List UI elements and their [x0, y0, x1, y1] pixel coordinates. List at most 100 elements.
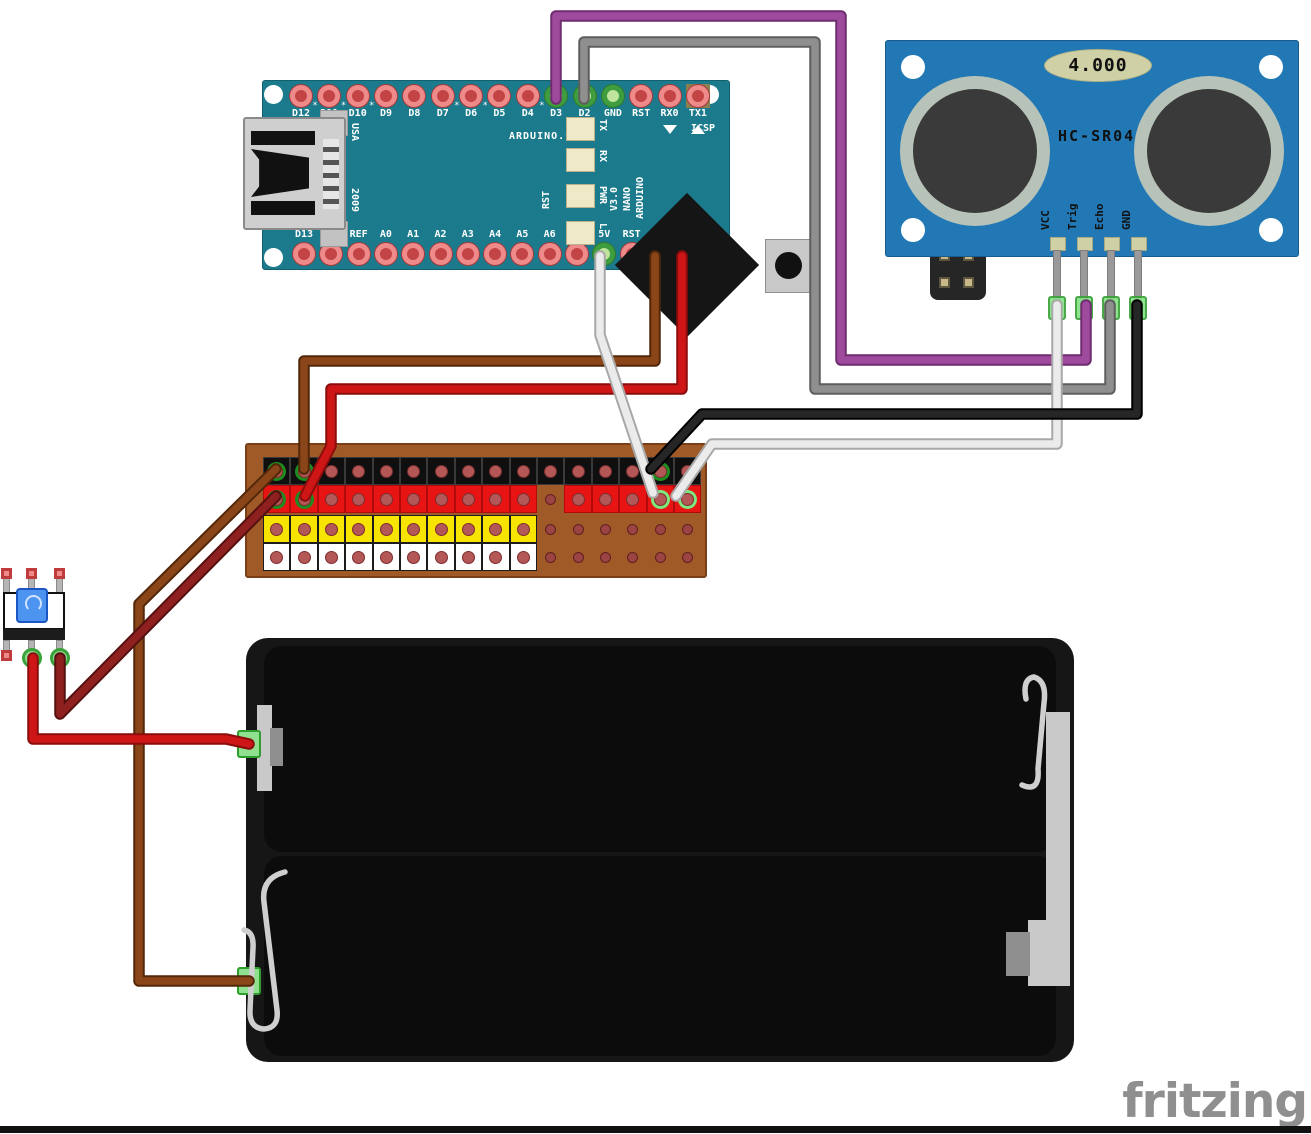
power-bus-hole[interactable]: [599, 492, 612, 506]
switch-connection[interactable]: [22, 648, 42, 668]
ground-bus-hole[interactable]: [462, 464, 475, 478]
plain-hole[interactable]: [545, 523, 557, 535]
wire-arduino-gnd-to-ground-bus[interactable]: [298, 250, 661, 475]
switch-pad-top[interactable]: [26, 568, 37, 579]
power-bus-hole[interactable]: [407, 492, 421, 506]
pin-a6[interactable]: [538, 243, 561, 265]
switch-pad-top[interactable]: [54, 568, 65, 579]
ground-bus-hole[interactable]: [407, 464, 421, 478]
yellow-strip-hole[interactable]: [489, 522, 503, 536]
ground-bus-hole[interactable]: [379, 464, 393, 478]
switch-connection[interactable]: [50, 648, 70, 668]
plain-hole[interactable]: [572, 551, 584, 563]
wire-switch-to-battery-pos[interactable]: [27, 652, 255, 750]
sensor-pad-echo[interactable]: [1104, 237, 1120, 251]
connection-vcc[interactable]: [1048, 296, 1066, 320]
pin-tx1[interactable]: [686, 85, 709, 107]
power-bus-hole[interactable]: [352, 492, 366, 506]
power-bus-hole[interactable]: [325, 492, 338, 506]
yellow-strip-hole[interactable]: [270, 522, 284, 536]
plain-hole[interactable]: [627, 523, 639, 535]
pin-a0[interactable]: [374, 243, 397, 265]
pin-d3[interactable]: [545, 85, 568, 107]
pin-d5[interactable]: [488, 85, 511, 107]
pin-ref[interactable]: [347, 243, 370, 265]
pin-d9[interactable]: [375, 85, 398, 107]
sensor-pad-gnd[interactable]: [1131, 237, 1147, 251]
power-bus-hole[interactable]: [571, 492, 585, 506]
ground-bus-hole[interactable]: [516, 464, 530, 478]
pin-rx0[interactable]: [658, 85, 681, 107]
plain-hole[interactable]: [545, 493, 557, 505]
pin-a1[interactable]: [402, 243, 425, 265]
power-bus-hole[interactable]: [462, 492, 475, 506]
pin-d2[interactable]: [573, 85, 596, 107]
pin-d13[interactable]: [293, 243, 315, 265]
plain-hole[interactable]: [572, 523, 584, 535]
ground-bus-hole[interactable]: [434, 464, 448, 478]
wire-switch-to-power-bus[interactable]: [54, 490, 282, 720]
yellow-strip-hole[interactable]: [434, 522, 448, 536]
plain-hole[interactable]: [654, 523, 666, 535]
pin-a5[interactable]: [511, 243, 534, 265]
power-bus-hole[interactable]: [626, 492, 640, 506]
pin-a7[interactable]: [566, 243, 588, 265]
power-bus-hole[interactable]: [653, 492, 667, 506]
white-strip-hole[interactable]: [489, 550, 503, 564]
white-strip-hole[interactable]: [434, 550, 448, 564]
power-bus-hole[interactable]: [681, 492, 695, 506]
wire-vcc-to-power-bus[interactable]: [670, 299, 1063, 502]
plain-hole[interactable]: [682, 523, 694, 535]
ground-bus-hole[interactable]: [599, 464, 612, 478]
white-strip-hole[interactable]: [270, 550, 284, 564]
pin-d7[interactable]: [431, 85, 454, 107]
power-bus-hole[interactable]: [297, 492, 311, 506]
sensor-pad-trig[interactable]: [1077, 237, 1093, 251]
icsp-pin[interactable]: [939, 277, 950, 288]
plain-hole[interactable]: [627, 551, 639, 563]
yellow-strip-hole[interactable]: [379, 522, 393, 536]
yellow-strip-hole[interactable]: [297, 522, 311, 536]
power-bus-hole[interactable]: [270, 492, 284, 506]
pin-d6[interactable]: [460, 85, 483, 107]
power-bus-hole[interactable]: [489, 492, 503, 506]
white-strip-hole[interactable]: [352, 550, 366, 564]
wire-switch-to-power-bus[interactable]: [56, 492, 280, 718]
ground-bus-hole[interactable]: [653, 464, 667, 478]
pin-5v[interactable]: [593, 243, 616, 265]
white-strip-hole[interactable]: [516, 550, 530, 564]
yellow-strip-hole[interactable]: [352, 522, 366, 536]
yellow-strip-hole[interactable]: [407, 522, 421, 536]
power-bus-hole[interactable]: [434, 492, 448, 506]
pin-gnd[interactable]: [601, 85, 624, 107]
white-strip-hole[interactable]: [462, 550, 475, 564]
pin-d8[interactable]: [403, 85, 426, 107]
plain-hole[interactable]: [600, 551, 611, 563]
battery-holder[interactable]: [246, 638, 1074, 1062]
wire-sensor-gnd-to-ground-bus[interactable]: [645, 299, 1143, 475]
ground-bus-hole[interactable]: [681, 464, 695, 478]
sensor-pad-vcc[interactable]: [1050, 237, 1066, 251]
switch-pad-top[interactable]: [1, 568, 12, 579]
wire-vcc-to-power-bus[interactable]: [672, 301, 1061, 500]
connection-gnd[interactable]: [1129, 296, 1147, 320]
pin-a2[interactable]: [429, 243, 452, 265]
yellow-strip-hole[interactable]: [516, 522, 530, 536]
pin-d10[interactable]: [346, 85, 369, 107]
pin-d12[interactable]: [290, 85, 312, 107]
reset-button-cap[interactable]: [775, 252, 802, 279]
pin-d11[interactable]: [318, 85, 341, 107]
white-strip-hole[interactable]: [297, 550, 311, 564]
pin-a3[interactable]: [456, 243, 479, 265]
plain-hole[interactable]: [654, 551, 666, 563]
ground-bus-hole[interactable]: [544, 464, 558, 478]
power-bus-board[interactable]: [245, 443, 707, 578]
yellow-strip-hole[interactable]: [462, 522, 475, 536]
ground-bus-hole[interactable]: [352, 464, 366, 478]
yellow-strip-hole[interactable]: [325, 522, 338, 536]
ground-bus-hole[interactable]: [571, 464, 585, 478]
ground-bus-hole[interactable]: [297, 464, 311, 478]
pushbutton-cap[interactable]: [16, 588, 48, 623]
white-strip-hole[interactable]: [407, 550, 421, 564]
